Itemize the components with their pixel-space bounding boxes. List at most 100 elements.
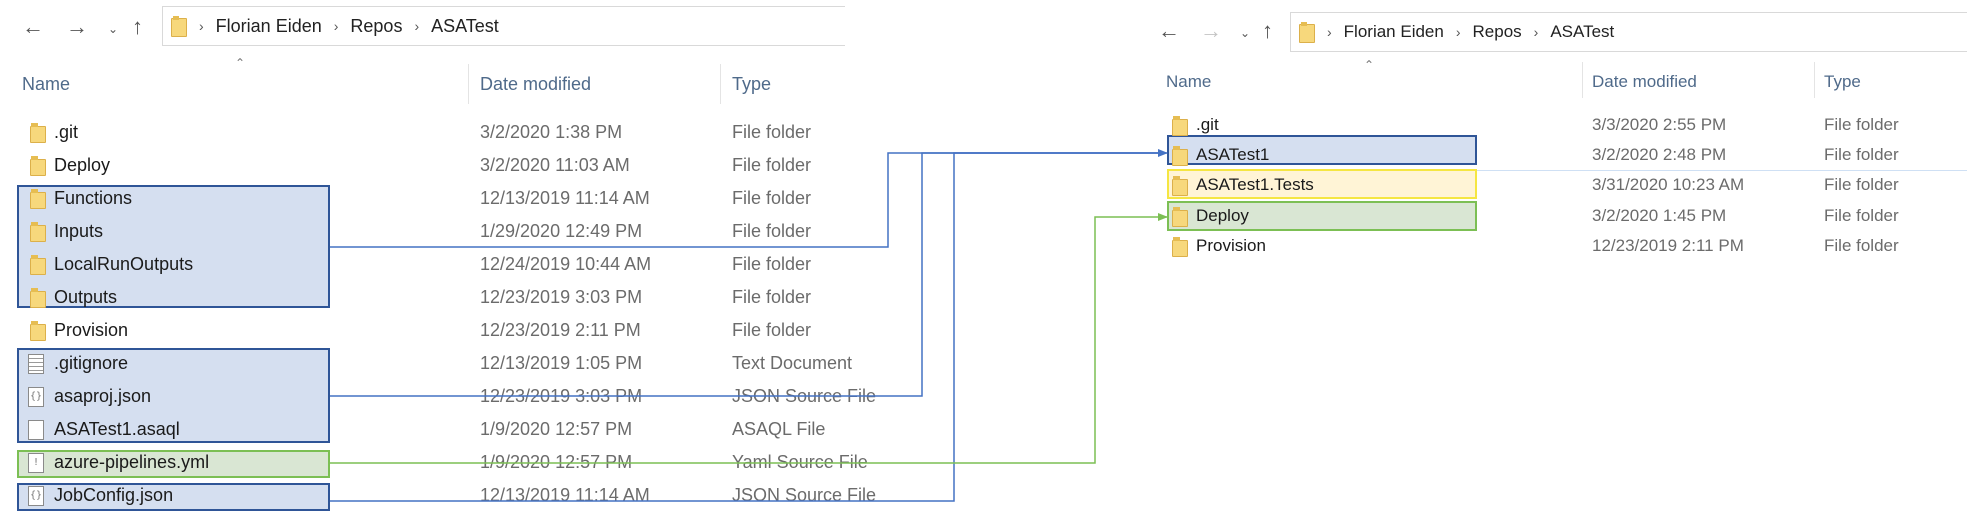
column-header-type[interactable]: Type <box>1824 72 1861 91</box>
file-type: File folder <box>732 221 812 241</box>
file-row[interactable]: ! azure-pipelines.yml 1/9/2020 12:57 PM … <box>0 450 868 476</box>
back-arrow-icon[interactable]: ← <box>22 14 44 39</box>
date-modified: 12/13/2019 11:14 AM <box>480 188 650 208</box>
highlight-box-blue <box>17 483 330 511</box>
breadcrumb-item[interactable]: Repos <box>350 15 403 36</box>
column-divider[interactable] <box>468 64 469 104</box>
folder-icon <box>1172 207 1188 227</box>
chevron-right-icon: › <box>333 18 339 34</box>
file-row[interactable]: ASATest1.Tests 3/31/2020 10:23 AM File f… <box>1150 173 1967 199</box>
file-row[interactable]: ASATest1 3/2/2020 2:48 PM File folder <box>1150 143 1967 169</box>
file-row[interactable]: ASATest1.asaql 1/9/2020 12:57 PM ASAQL F… <box>0 417 845 443</box>
file-row[interactable]: Provision 12/23/2019 2:11 PM File folder <box>1150 234 1967 260</box>
file-type: File folder <box>732 122 812 142</box>
column-header-name[interactable]: Name <box>22 74 71 94</box>
date-modified: 1/9/2020 12:57 PM <box>480 419 633 439</box>
file-name: Deploy <box>1196 206 1249 225</box>
sort-ascending-icon: ⌃ <box>1364 58 1375 72</box>
row-hover-line <box>1477 170 1967 171</box>
file-row[interactable]: Inputs 1/29/2020 12:49 PM File folder <box>0 219 845 245</box>
file-row[interactable]: .git 3/3/2020 2:55 PM File folder <box>1150 113 1967 139</box>
file-row[interactable]: LocalRunOutputs 12/24/2019 10:44 AM File… <box>0 252 845 278</box>
file-name: asaproj.json <box>54 386 152 406</box>
recent-locations-chevron-icon[interactable]: ⌄ <box>1240 26 1251 40</box>
forward-arrow-icon: → <box>1200 18 1222 43</box>
folder-icon <box>1172 146 1188 166</box>
breadcrumb-item[interactable]: Florian Eiden <box>1343 22 1444 41</box>
date-modified: 1/9/2020 12:57 PM <box>480 452 633 472</box>
file-row[interactable]: .gitignore 12/13/2019 1:05 PM Text Docum… <box>0 351 852 377</box>
file-type: ASAQL File <box>732 419 826 439</box>
json-file-icon: {} <box>28 387 44 407</box>
file-type: Text Document <box>732 353 853 373</box>
file-row[interactable]: Provision 12/23/2019 2:11 PM File folder <box>0 318 845 344</box>
file-type: File folder <box>732 320 812 340</box>
folder-icon <box>30 156 46 176</box>
file-name: Functions <box>54 188 133 208</box>
file-name: Deploy <box>54 155 111 175</box>
date-modified: 12/13/2019 11:14 AM <box>480 485 650 505</box>
up-arrow-icon[interactable]: ↑ <box>132 14 143 39</box>
breadcrumb-item[interactable]: ASATest <box>1550 22 1615 41</box>
chevron-right-icon: › <box>199 18 204 34</box>
breadcrumb-item[interactable]: Florian Eiden <box>215 15 322 36</box>
forward-arrow-icon[interactable]: → <box>66 14 88 39</box>
file-name: .git <box>54 122 79 142</box>
highlight-box-blue <box>1167 135 1477 165</box>
column-header-date-modified[interactable]: Date modified <box>1592 72 1697 91</box>
highlight-box-blue <box>17 185 330 308</box>
file-name: .gitignore <box>54 353 129 373</box>
date-modified: 3/3/2020 2:55 PM <box>1592 115 1727 134</box>
file-row[interactable]: Functions 12/13/2019 11:14 AM File folde… <box>0 186 845 212</box>
column-header-date-modified[interactable]: Date modified <box>480 74 592 94</box>
file-row[interactable]: Outputs 12/23/2019 3:03 PM File folder <box>0 285 845 311</box>
file-row[interactable]: Deploy 3/2/2020 1:45 PM File folder <box>1150 204 1967 230</box>
date-modified: 1/29/2020 12:49 PM <box>480 221 643 241</box>
recent-locations-chevron-icon[interactable]: ⌄ <box>108 22 119 36</box>
file-type: File folder <box>732 254 812 274</box>
date-modified: 12/23/2019 2:11 PM <box>480 320 641 340</box>
column-divider[interactable] <box>720 64 721 104</box>
file-type: File folder <box>732 287 812 307</box>
column-header-type[interactable]: Type <box>732 74 772 94</box>
file-row[interactable]: {} JobConfig.json 12/13/2019 11:14 AM JS… <box>0 483 876 509</box>
back-arrow-icon[interactable]: ← <box>1158 18 1180 43</box>
date-modified: 3/2/2020 2:48 PM <box>1592 145 1727 164</box>
folder-icon <box>1172 176 1188 196</box>
chevron-right-icon: › <box>1533 24 1539 40</box>
file-name: Outputs <box>54 287 118 307</box>
folder-icon <box>1172 116 1188 136</box>
up-arrow-icon[interactable]: ↑ <box>1262 18 1273 43</box>
file-type: File folder <box>1824 206 1899 225</box>
file-name: azure-pipelines.yml <box>54 452 210 472</box>
chevron-right-icon: › <box>1455 24 1461 40</box>
breadcrumb-item[interactable]: ASATest <box>431 15 499 36</box>
file-name: Provision <box>54 320 129 340</box>
right-explorer-window: ← → ⌄ ↑ › Florian Eiden › Repos › ASATes… <box>1150 0 1967 530</box>
highlight-box-green <box>17 450 330 478</box>
file-type: File folder <box>1824 145 1899 164</box>
file-icon <box>28 420 44 440</box>
folder-icon <box>1172 237 1188 257</box>
column-divider[interactable] <box>1582 62 1583 98</box>
file-type: JSON Source File <box>732 386 877 406</box>
text-file-icon <box>28 354 44 374</box>
file-type: JSON Source File <box>732 485 877 505</box>
column-divider[interactable] <box>1814 62 1815 98</box>
address-folder-icon <box>171 16 187 37</box>
column-header-name[interactable]: Name <box>1166 72 1212 91</box>
file-type: File folder <box>1824 175 1899 194</box>
file-type: File folder <box>1824 115 1899 134</box>
date-modified: 3/2/2020 1:38 PM <box>480 122 623 142</box>
file-row[interactable]: {} asaproj.json 12/23/2019 3:03 PM JSON … <box>0 384 876 410</box>
file-row[interactable]: Deploy 3/2/2020 11:03 AM File folder <box>0 153 845 179</box>
file-row[interactable]: .git 3/2/2020 1:38 PM File folder <box>0 120 845 146</box>
date-modified: 12/23/2019 3:03 PM <box>480 287 643 307</box>
address-bar[interactable]: › Florian Eiden › Repos › ASATest <box>162 6 845 46</box>
yaml-file-icon: ! <box>28 453 44 473</box>
address-bar[interactable]: › Florian Eiden › Repos › ASATest <box>1290 12 1967 52</box>
date-modified: 12/13/2019 1:05 PM <box>480 353 643 373</box>
file-name: ASATest1.Tests <box>1196 175 1314 194</box>
file-type: File folder <box>732 188 812 208</box>
breadcrumb-item[interactable]: Repos <box>1472 22 1522 41</box>
